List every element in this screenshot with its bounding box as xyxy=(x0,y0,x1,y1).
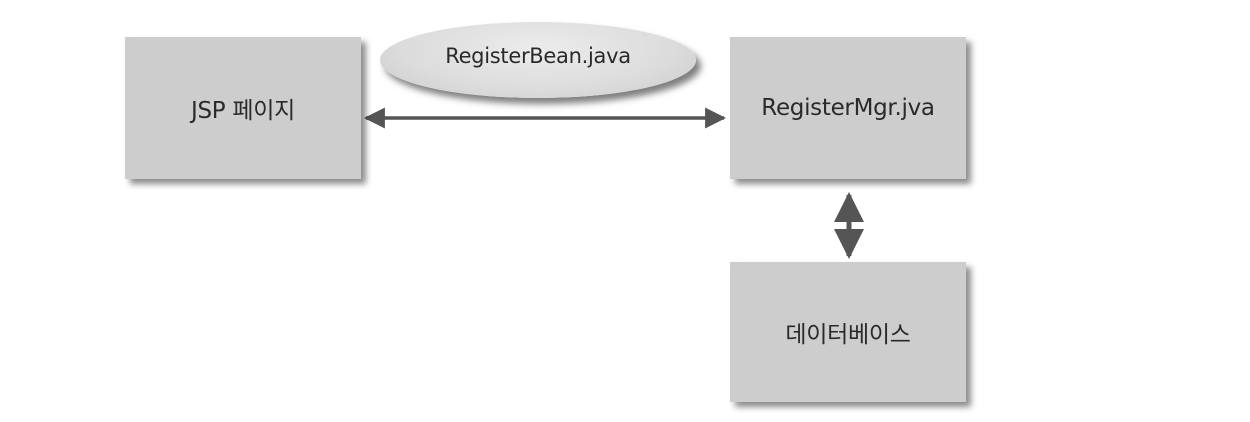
jsp-page-label: JSP 페이지 xyxy=(191,98,295,124)
jsp-page-node: JSP 페이지 xyxy=(125,37,361,179)
register-bean-label: RegisterBean.java xyxy=(445,44,631,68)
register-mgr-label: RegisterMgr.jva xyxy=(761,95,935,121)
database-node: 데이터베이스 xyxy=(730,262,966,402)
database-label: 데이터베이스 xyxy=(785,322,911,348)
register-mgr-node: RegisterMgr.jva xyxy=(730,37,966,179)
register-bean-ellipse: RegisterBean.java xyxy=(380,22,696,98)
